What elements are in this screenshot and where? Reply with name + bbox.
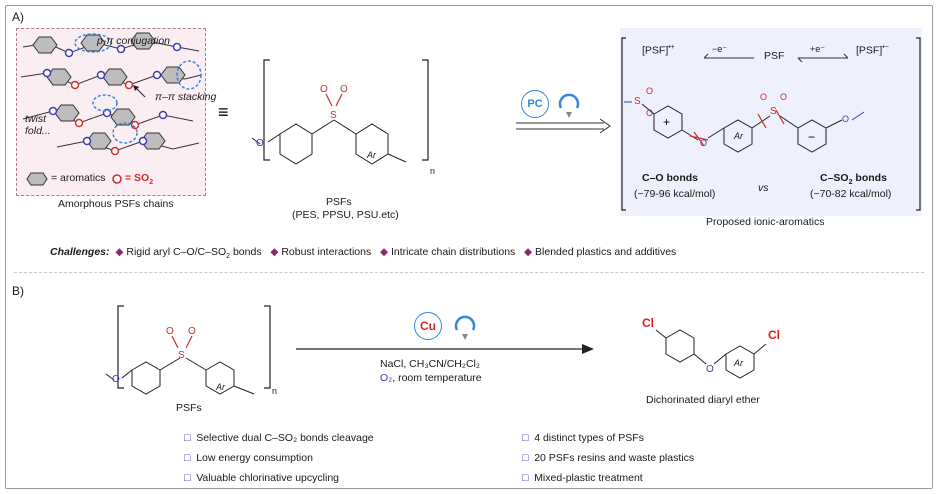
ionic-ring-label: Ar	[734, 131, 743, 141]
figure-frame: A)	[5, 5, 933, 489]
product-ring-label: Ar	[734, 358, 743, 368]
co-bonds-label: C–O bonds	[642, 172, 699, 184]
polymer-b-ring-label: Ar	[216, 382, 225, 392]
feature-left-0: □ Selective dual C–SO₂ bonds cleavage	[184, 432, 374, 444]
polymer-b-n: n	[272, 386, 278, 396]
co-bonds-energy: (~79-96 kcal/mol)	[634, 188, 716, 200]
feature-right-0: □ 4 distinct types of PSFs	[522, 432, 644, 444]
svg-text:O: O	[112, 374, 120, 385]
product-caption: Dichorinated diaryl ether	[646, 394, 760, 406]
svg-text:S: S	[178, 350, 185, 361]
svg-text:+: +	[663, 115, 670, 129]
challenge-item-0: Rigid aryl C–O/C–SO	[126, 246, 227, 258]
polymer-a-examples: (PES, PPSU, PSU.etc)	[292, 209, 399, 221]
ionic-caption: Proposed ionic-aromatics	[706, 216, 825, 228]
cso2-bonds-energy: (~70-82 kcal/mol)	[810, 188, 892, 200]
conditions-line-1: NaCl, CH₃CN/CH₂Cl₂	[380, 358, 480, 370]
panel-b-label: B)	[12, 284, 24, 298]
amorphous-chains-drawing	[20, 32, 202, 186]
feature-right-2: □ Mixed-plastic treatment	[522, 472, 643, 484]
reaction-arrow-b	[296, 344, 594, 354]
features-left: □ Selective dual C–SO₂ bonds cleavage □ …	[184, 428, 374, 488]
challenge-item-1: Robust interactions	[281, 246, 372, 258]
light-bulb-icon-b	[454, 315, 476, 340]
svg-text:−: −	[808, 130, 815, 144]
reaction-arrow-a	[516, 118, 611, 134]
radical-cation-label: [PSF]•+	[642, 44, 675, 57]
p-pi-conjugation-label: p-π conjugation	[97, 35, 170, 47]
challenge-item-2: Intricate chain distributions	[390, 246, 516, 258]
svg-text:O: O	[320, 84, 328, 95]
svg-text:S: S	[634, 96, 641, 107]
conditions-line-2: O₂, room temperature	[380, 372, 482, 384]
polymer-a-n: n	[430, 166, 436, 176]
svg-text:O: O	[188, 326, 196, 337]
psf-neutral-label: PSF	[764, 50, 785, 62]
challenges-title: Challenges:	[50, 246, 110, 258]
product-cl-left: Cl	[642, 316, 654, 330]
light-bulb-icon-a	[558, 93, 580, 118]
features-right: □ 4 distinct types of PSFs □ 20 PSFs res…	[522, 428, 694, 488]
ionic-aromatics-drawing: S O O + O S O O − O	[621, 37, 921, 211]
equivalence-sign: ≡	[218, 102, 229, 122]
amorphous-chains-box: p-π conjugation π–π stacking twist fold.…	[16, 28, 216, 196]
minus-e-label: −e⁻	[712, 44, 728, 54]
pi-pi-stacking-label: π–π stacking	[155, 91, 217, 103]
psf-structure-b: O S O O	[105, 305, 271, 395]
feature-left-1: □ Low energy consumption	[184, 452, 313, 464]
fold-label: fold...	[25, 125, 51, 137]
legend-aromatics-label: = aromatics	[51, 172, 106, 184]
svg-text:O: O	[780, 92, 787, 102]
svg-text:O: O	[166, 326, 174, 337]
radical-anion-label: [PSF]•−	[856, 44, 889, 57]
challenge-item-3: Blended plastics and additives	[535, 246, 677, 258]
svg-text:O: O	[700, 138, 707, 148]
svg-text:O: O	[256, 138, 264, 149]
svg-text:O: O	[842, 114, 849, 124]
product-structure: O	[655, 329, 767, 379]
amorphous-caption: Amorphous PSFs chains	[58, 198, 174, 210]
psf-structure-a: O O S O	[251, 59, 429, 165]
vs-label: vs	[758, 182, 769, 194]
svg-text:O: O	[646, 86, 653, 96]
panel-a-label: A)	[12, 10, 24, 24]
ionic-aromatics-box: S O O + O S O O − O [PSF]•+	[620, 28, 922, 216]
twist-label: twist	[25, 113, 46, 125]
product-cl-right: Cl	[768, 328, 780, 342]
svg-text:O: O	[646, 108, 653, 118]
feature-right-1: □ 20 PSFs resins and waste plastics	[522, 452, 695, 464]
cso2-bonds-label: C–SO2 bonds	[820, 172, 887, 187]
copper-catalyst-badge: Cu	[414, 312, 442, 340]
svg-text:O: O	[706, 364, 714, 375]
polymer-a-ring-label: Ar	[367, 150, 376, 160]
photocatalyst-badge: PC	[521, 90, 549, 118]
svg-text:O: O	[760, 92, 767, 102]
feature-left-2: □ Valuable chlorinative upcycling	[184, 472, 339, 484]
legend-so2-label: = SO2	[125, 172, 154, 187]
svg-text:O: O	[340, 84, 348, 95]
section-divider	[14, 272, 924, 273]
polymer-b-name: PSFs	[176, 402, 202, 414]
svg-text:S: S	[770, 106, 777, 117]
svg-text:S: S	[330, 110, 337, 121]
challenges-row: Challenges: ◆ Rigid aryl C–O/C–SO2 bonds…	[50, 246, 677, 261]
plus-e-label: +e⁻	[810, 44, 826, 54]
polymer-a-name: PSFs	[326, 196, 352, 208]
